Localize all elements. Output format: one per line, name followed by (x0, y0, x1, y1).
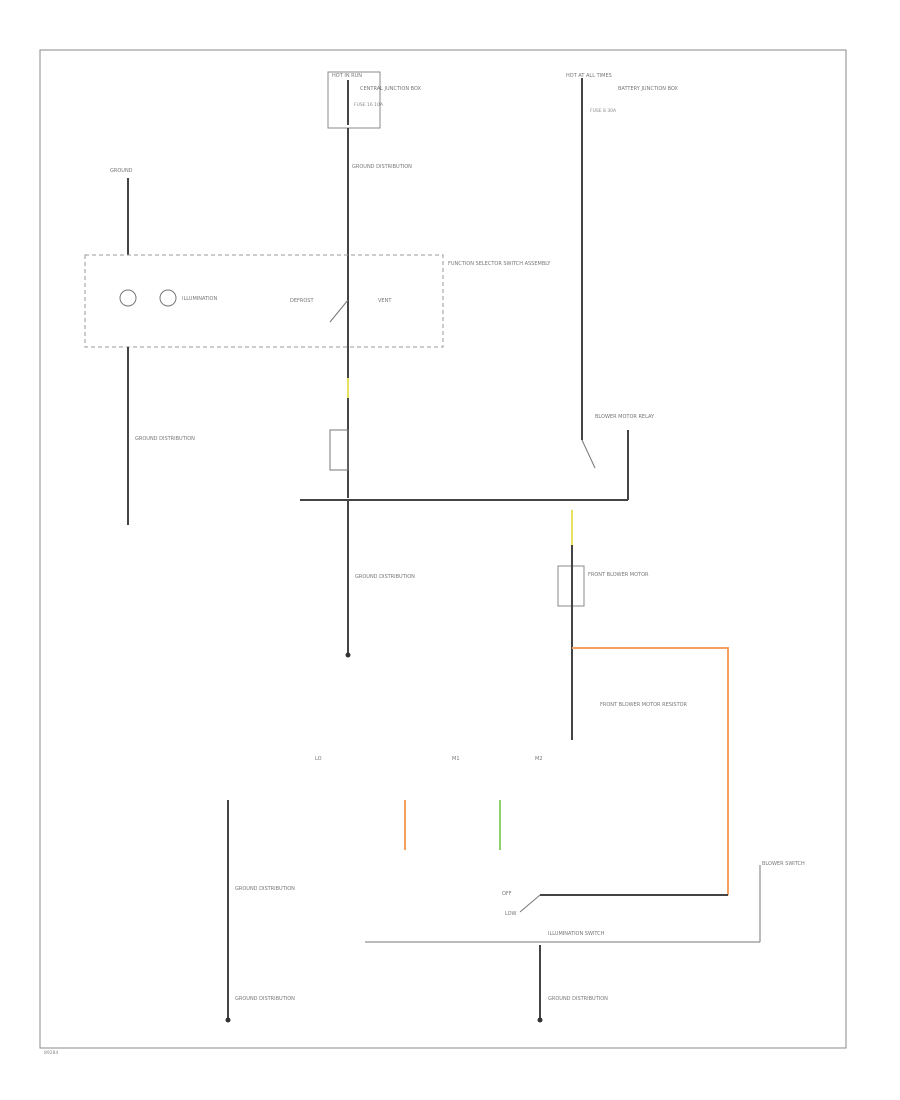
diagram-frame (39, 49, 847, 1049)
vent-label: VENT (378, 298, 392, 304)
ground-dist-label-3: GROUND DISTRIBUTION (355, 574, 415, 580)
ground-point-1 (345, 652, 351, 658)
ground-dist-label-1: GROUND DISTRIBUTION (352, 164, 412, 170)
illumination-lamp-2 (159, 289, 177, 307)
fan-m1-label: M1 (452, 756, 460, 762)
selector-contact (329, 299, 349, 323)
illumination-lamp-1 (119, 289, 137, 307)
illum-switch-label: ILLUMINATION SWITCH (548, 931, 605, 937)
fuse-box-interior (327, 71, 381, 129)
battery-fuse-box-label: BATTERY JUNCTION BOX (618, 86, 679, 92)
footer-code: 89284 (44, 1050, 58, 1056)
illumination-label: ILLUMINATION (182, 296, 217, 302)
blower-switch-label: BLOWER SWITCH (762, 861, 805, 867)
hot-all-label: HOT AT ALL TIMES (566, 73, 612, 79)
blower-relay-label: BLOWER MOTOR RELAY (595, 414, 655, 420)
switch-low-label: LOW (505, 911, 517, 917)
hot-run-label: HOT IN RUN (332, 73, 362, 79)
blower-motor-label: FRONT BLOWER MOTOR (588, 572, 649, 578)
switch-off-label: OFF (502, 891, 512, 897)
wire-orange-1 (572, 647, 729, 895)
relay-contact (581, 439, 596, 469)
ground-dist-label-6: GROUND DISTRIBUTION (548, 996, 608, 1002)
ground-dist-label-5: GROUND DISTRIBUTION (235, 996, 295, 1002)
blower-switch-contact (519, 894, 541, 913)
fuse-right-label: FUSE 8 30A (590, 108, 617, 114)
ground-top-label: GROUND (110, 168, 133, 174)
switch-assembly-label: FUNCTION SELECTOR SWITCH ASSEMBLY (448, 261, 551, 267)
switch-assembly-box (84, 254, 444, 348)
blower-resistor-label: FRONT BLOWER MOTOR RESISTOR (600, 702, 688, 708)
ground-dist-label-2: GROUND DISTRIBUTION (135, 436, 195, 442)
fan-low-label: LO (315, 756, 322, 762)
interior-fuse-box-label: CENTRAL JUNCTION BOX (360, 86, 422, 92)
ground-point-3 (537, 1017, 543, 1023)
ground-point-2 (225, 1017, 231, 1023)
fuse-left-label: FUSE 16 10A (354, 102, 384, 108)
fan-m2-label: M2 (535, 756, 543, 762)
relay-coil (329, 429, 349, 471)
defrost-label: DEFROST (290, 298, 314, 304)
ground-dist-label-4: GROUND DISTRIBUTION (235, 886, 295, 892)
